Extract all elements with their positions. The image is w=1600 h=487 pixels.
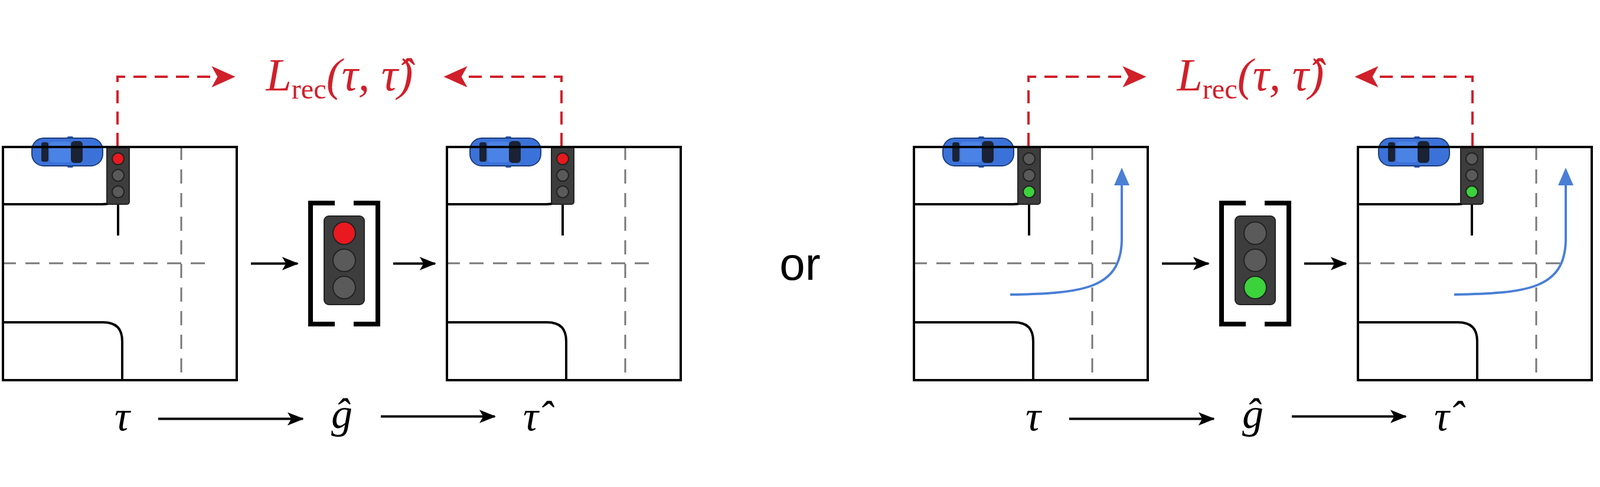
arrow-line <box>1304 262 1347 266</box>
scene-right-tau-hat <box>1356 136 1566 382</box>
arrow-line <box>1069 418 1214 421</box>
arrow-line <box>393 262 436 266</box>
big-green-light <box>1221 203 1289 325</box>
big-red-light <box>310 203 378 325</box>
dashed-loss-line <box>1028 76 1145 146</box>
arrow-line <box>1291 415 1406 419</box>
flow-arrow <box>158 418 303 420</box>
flow-arrow <box>1161 263 1209 264</box>
loss-label: Lrec(τ, τ̂) <box>1173 49 1328 105</box>
trajectory-symbol: τ̂ <box>1434 393 1450 440</box>
dashed-loss-line <box>445 76 562 146</box>
trajectory-symbol: ĝ <box>331 390 353 438</box>
trajectory-symbol: ĝ <box>1242 390 1264 438</box>
arrow-line <box>1161 262 1209 266</box>
scene-box: τ <box>1 145 238 382</box>
flow-arrow <box>1304 263 1347 264</box>
flow-arrow <box>250 263 298 264</box>
scene-box: τ̂ <box>445 145 682 382</box>
trajectory-symbol: τ <box>1025 393 1041 440</box>
trajectory-symbol: τ <box>114 393 130 440</box>
flow-arrow <box>1069 418 1214 420</box>
traffic-light-bracket: ĝ <box>1219 200 1292 327</box>
flow-arrow <box>393 263 436 264</box>
scene-box: τ <box>912 145 1149 382</box>
dashed-loss-line <box>117 76 234 146</box>
trajectory-symbol: τ̂ <box>523 393 539 440</box>
scene-box: τ̂ <box>1356 145 1593 382</box>
flow-arrow <box>1291 416 1406 417</box>
traffic-light-bracket: ĝ <box>308 200 381 327</box>
arrow-line <box>380 415 495 419</box>
scene-right-tau <box>912 136 1122 382</box>
or-label: or <box>779 239 821 290</box>
loss-label: Lrec(τ, τ̂) <box>262 49 417 105</box>
dashed-loss-line <box>1356 76 1473 146</box>
scene-left-tau-hat <box>445 136 650 382</box>
arrow-line <box>158 418 303 421</box>
flow-arrow <box>380 416 495 417</box>
arrow-line <box>250 262 298 266</box>
scene-left-tau <box>1 136 206 382</box>
